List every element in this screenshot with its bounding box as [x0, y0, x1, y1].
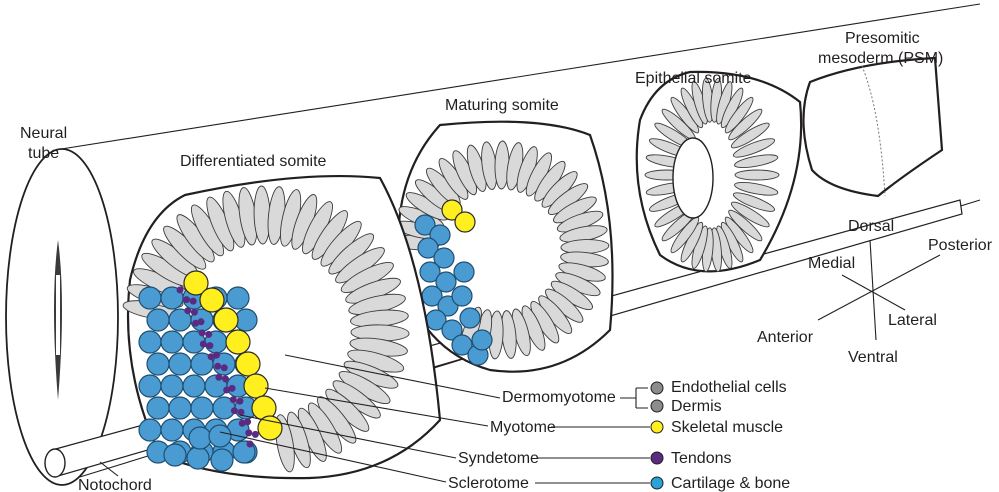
sclerotome-cell [164, 444, 186, 466]
sclerotome-cell [227, 287, 249, 309]
endothelial-label: Endothelial cells [671, 379, 787, 396]
syndetome-cell [221, 364, 228, 371]
psm-label-1: Presomitic [845, 30, 920, 47]
syndetome-cell [214, 363, 221, 370]
syndetome-cell [236, 398, 243, 405]
sclerotome-label: Sclerotome [448, 475, 529, 492]
sclerotome-cell [147, 309, 169, 331]
syndetome-cell [223, 387, 230, 394]
sclerotome-cell [147, 353, 169, 375]
tendons-dot [651, 452, 663, 464]
neural-tube-cross-section [6, 149, 118, 485]
syndetome-cell [184, 307, 191, 314]
axis-ventral: Ventral [848, 349, 898, 366]
syndetome-label: Syndetome [458, 450, 539, 467]
myotome-cell [236, 352, 260, 376]
psm-block [803, 58, 942, 196]
axis-posterior: Posterior [928, 237, 993, 254]
syndetome-cell [245, 429, 252, 436]
orientation-compass: Dorsal Ventral Medial Lateral Anterior P… [757, 218, 993, 366]
neural-tube-label-1: Neural [20, 125, 67, 142]
syndetome-cell [199, 329, 206, 336]
cartilage-bone-dot [651, 477, 663, 489]
maturing-somite-label: Maturing somite [445, 97, 559, 114]
sclerotome-cell [161, 375, 183, 397]
sclerotome-cell [189, 427, 211, 449]
syndetome-cell [231, 407, 238, 414]
axis-lateral: Lateral [888, 312, 937, 329]
sclerotome-cell [191, 397, 213, 419]
syndetome-cell [230, 396, 237, 403]
syndetome-cell [208, 353, 215, 360]
skeletal-muscle-label: Skeletal muscle [671, 419, 783, 436]
sclerotome-cell [139, 331, 161, 353]
syndetome-cell [252, 431, 259, 438]
epithelial-somite-label: Epithelial somite [635, 70, 752, 87]
psm-label-2: mesoderm (PSM) [818, 50, 943, 67]
dermis-label: Dermis [671, 398, 722, 415]
epithelial-cell [735, 170, 779, 180]
epithelial-somite [637, 72, 801, 272]
dermis-dot [651, 400, 663, 412]
sclerotome-cell [209, 425, 231, 447]
myotome-cell [214, 308, 238, 332]
sclerotome-cell [161, 419, 183, 441]
syndetome-cell [239, 420, 246, 427]
sclerotome-cell [183, 375, 205, 397]
tendons-label: Tendons [671, 450, 732, 467]
syndetome-cell [200, 341, 207, 348]
axis-anterior: Anterior [757, 329, 814, 346]
sclerotome-cell [211, 449, 233, 471]
syndetome-cell [205, 331, 212, 338]
syndetome-cell [206, 342, 213, 349]
sclerotome-cell [139, 287, 161, 309]
cartilage-bone-label: Cartilage & bone [671, 475, 790, 492]
sclerotome-cell [452, 286, 472, 306]
myotome-label: Myotome [490, 419, 556, 436]
notochord-label: Notochord [78, 477, 152, 492]
sclerotome-cell [139, 419, 161, 441]
syndetome-cell [222, 375, 229, 382]
sclerotome-cell [147, 397, 169, 419]
syndetome-cell [190, 298, 197, 305]
myotome-cell [200, 288, 224, 312]
sclerotome-cell [454, 262, 474, 282]
sclerotome-cell [161, 331, 183, 353]
skeletal-muscle-dot [651, 421, 663, 433]
neural-tube-label-2: tube [28, 145, 59, 162]
sclerotome-cell [169, 353, 191, 375]
sclerotome-cell [460, 308, 480, 328]
myotome-cell [226, 330, 250, 354]
differentiated-somite-label: Differentiated somite [180, 153, 327, 170]
syndetome-cell [247, 441, 254, 448]
sclerotome-cell [169, 397, 191, 419]
syndetome-cell [192, 320, 199, 327]
syndetome-cell [183, 296, 190, 303]
sclerotome-cell [187, 447, 209, 469]
differentiated-somite [122, 176, 440, 478]
syndetome-cell [215, 374, 222, 381]
syndetome-cell [191, 309, 198, 316]
syndetome-cell [177, 287, 184, 294]
endothelial-dot [651, 382, 663, 394]
axis-medial: Medial [808, 255, 855, 272]
axis-dorsal: Dorsal [848, 218, 894, 235]
myotome-cell [244, 374, 268, 398]
myotome-cell [455, 212, 475, 232]
sclerotome-cell [472, 330, 492, 350]
sclerotome-cell [139, 375, 161, 397]
dermomyotome-label: Dermomyotome [502, 389, 616, 406]
